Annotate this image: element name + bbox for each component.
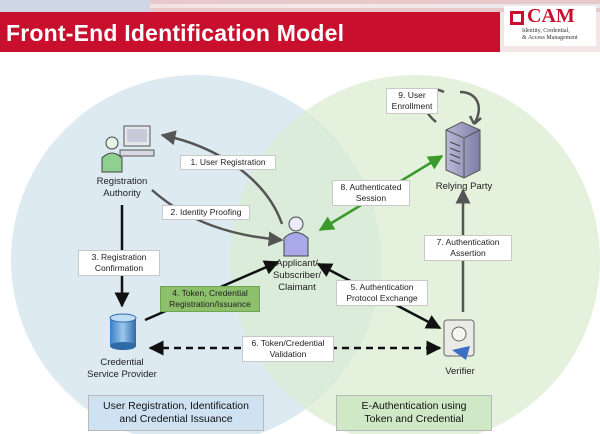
title-bar xyxy=(0,12,500,52)
arrow-identity-proofing xyxy=(151,189,284,247)
registration-authority-icon xyxy=(101,125,155,173)
step-token-validation: 6. Token/Credential Validation xyxy=(242,336,334,362)
left-region-label: User Registration, Identification and Cr… xyxy=(88,395,264,431)
applicant-label: Applicant/ Subscriber/ Claimant xyxy=(272,258,322,293)
step-registration-confirmation: 3. Registration Confirmation xyxy=(78,250,160,276)
step-authentication-exchange: 5. Authentication Protocol Exchange xyxy=(336,280,428,306)
database-icon xyxy=(109,313,137,350)
logo-name: CAM xyxy=(527,5,575,27)
step-token-issuance: 4. Token, Credential Registration/Issuan… xyxy=(160,286,260,312)
right-region-label: E-Authentication using Token and Credent… xyxy=(336,395,492,431)
relying-party-label: Relying Party xyxy=(435,181,493,192)
verifier-label: Verifier xyxy=(445,366,475,377)
page-title: Front-End Identification Model xyxy=(6,20,345,46)
step-authentication-assertion: 7. Authentication Assertion xyxy=(424,235,512,261)
registration-authority-label: Registration Authority xyxy=(96,176,148,199)
server-icon xyxy=(445,121,481,179)
credential-service-provider-label: Credential Service Provider xyxy=(87,357,157,380)
verifier-icon xyxy=(443,319,475,360)
logo-subtitle: Identity, Credential, & Access Managemen… xyxy=(522,28,578,41)
step-identity-proofing: 2. Identity Proofing xyxy=(162,205,250,220)
step-user-enrollment: 9. User Enrollment xyxy=(386,88,438,114)
header-flag xyxy=(0,0,600,12)
step-authenticated-session: 8. Authenticated Session xyxy=(332,180,410,206)
applicant-icon xyxy=(283,216,309,257)
step-user-registration: 1. User Registration xyxy=(180,155,276,170)
